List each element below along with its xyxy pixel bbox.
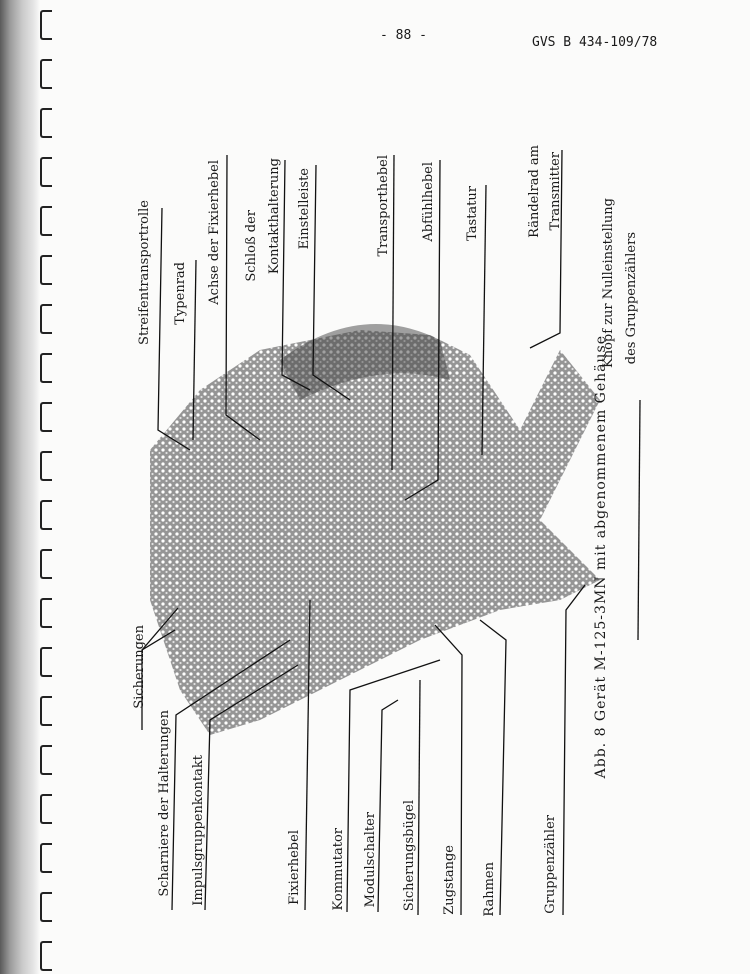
label-sicherungen: Sicherungen [132,625,147,709]
label-kommutator: Kommutator [331,828,346,911]
binder-ring [40,696,52,726]
label-modulschalter: Modulschalter [363,812,378,908]
label-schloss-1: Schloß der [244,210,259,282]
label-tastatur: Tastatur [465,186,480,241]
binder-ring [40,255,52,285]
binder-ring [40,59,52,89]
machine-body [150,330,600,735]
binder-ring [40,647,52,677]
label-achse-fixierhebel: Achse der Fixierhebel [207,160,222,305]
binder-ring [40,941,52,971]
binder-ring [40,892,52,922]
binder-ring [40,549,52,579]
binder-ring [40,206,52,236]
document-id: GVS B 434-109/78 [532,35,658,50]
binder-ring [40,451,52,481]
label-einstelleiste: Einstelleiste [297,168,312,250]
label-fixierhebel: Fixierhebel [287,830,302,905]
binder-ring [40,500,52,530]
label-transporthebel: Transporthebel [376,155,391,257]
label-raendelrad-2: Transmitter [548,152,563,231]
binder-ring [40,598,52,628]
label-gruppenzaehler: Gruppenzähler [543,815,558,914]
leader-lines [141,149,641,916]
label-abfuehlhebel: Abfühlhebel [421,162,436,242]
binder-ring [40,843,52,873]
binder-ring [40,745,52,775]
binder-ring [40,108,52,138]
binder-edge [0,0,40,974]
label-scharniere: Scharniere der Halterungen [157,710,172,897]
binder-ring [40,10,52,40]
label-knopf-2: des Gruppenzählers [624,232,639,365]
page-number: - 88 - [380,28,427,43]
binder-ring [40,353,52,383]
label-zugstange: Zugstange [442,845,457,915]
label-raendelrad-1: Rändelrad am [527,145,542,238]
label-sicherungsbuegel: Sicherungsbügel [402,800,417,912]
label-streifentransportrolle: Streifentransportrolle [137,200,152,345]
label-rahmen: Rahmen [482,862,497,917]
label-schloss-2: Kontakthalterung [267,158,282,275]
binder-ring [40,402,52,432]
figure-caption: Abb. 8 Gerät M-125-3MN mit abgenommenem … [593,335,609,779]
binder-ring [40,794,52,824]
label-typenrad: Typenrad [173,262,188,325]
label-impulsgruppenkontakt: Impulsgruppenkontakt [191,755,206,906]
binder-ring [40,304,52,334]
binder-ring [40,157,52,187]
